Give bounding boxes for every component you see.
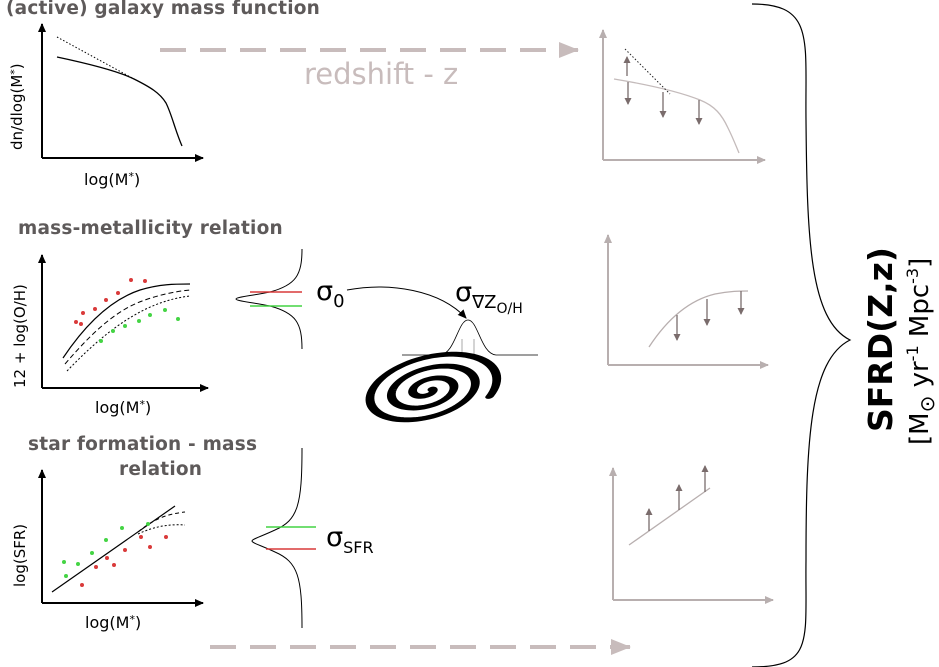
right-panel-sfr [609, 465, 774, 604]
mass-metallicity-title: mass-metallicity relation [18, 218, 283, 239]
mzr-solid-curve [62, 283, 191, 359]
rp1-dotted [624, 48, 671, 95]
sfr-mass-title-line1: star formation - mass [28, 434, 258, 455]
sfr-main-sequence [51, 505, 176, 593]
mf-ylabel: dn/dlog(M*) [8, 63, 26, 150]
mzr-red-points [74, 278, 147, 326]
mass-function-title: (active) galaxy mass function [6, 0, 321, 19]
sfr-ylabel: log(SFR) [11, 524, 29, 587]
sigma-gradient-label: σ∇ZO/H [455, 277, 523, 317]
metallicity-scatter-gaussian: σ0 [235, 248, 345, 350]
mzr-green-points [99, 308, 180, 343]
mass-metallicity-panel: log(M*) 12 + log(O/H) [11, 254, 209, 417]
mf-xlabel: log(M*) [84, 170, 140, 189]
mzr-dotted-curve [66, 295, 191, 372]
mzr-ylabel: 12 + log(O/H) [11, 284, 29, 388]
right-panel-metallicity [604, 234, 769, 369]
sfr-xlabel: log(M*) [85, 613, 141, 632]
rp3-main-sequence [628, 487, 711, 546]
mass-function-panel: log(M*) dn/dlog(M*) [8, 23, 204, 189]
sigma-sfr-label: σSFR [326, 522, 374, 557]
mzr-dashed-curve [64, 289, 191, 365]
sfrd-title: SFRD(Z,z) [861, 247, 900, 432]
mf-curve [56, 56, 183, 147]
mzr-xlabel: log(M*) [95, 398, 151, 417]
gradient-gaussian-curve [402, 319, 538, 356]
rp2-curve [648, 290, 749, 348]
sfr-gaussian-curve [251, 447, 303, 629]
right-panel-mass-function [599, 29, 766, 164]
rp1-curve [613, 78, 740, 154]
mf-dotted-line [56, 36, 135, 80]
mzr-gaussian-curve [235, 248, 303, 350]
gradient-gaussian: σ∇ZO/H [402, 277, 538, 356]
redshift-label: redshift - z [304, 57, 458, 91]
sfr-mass-panel: log(M*) log(SFR) [11, 469, 204, 632]
sfr-green-points [62, 522, 150, 578]
curly-brace [751, 3, 852, 667]
spiral-galaxy-icon [365, 351, 502, 423]
sfr-dotted-curve [137, 524, 186, 535]
sigma-connector-arrow [346, 286, 467, 319]
sfr-red-points [80, 535, 168, 587]
sigma-0-label: σ0 [316, 276, 345, 312]
sfrd-units: [M⊙ yr-1 Mpc-3] [903, 258, 939, 445]
sfr-scatter-gaussian: σSFR [251, 447, 374, 629]
sfr-mass-title-line2: relation [119, 459, 203, 480]
